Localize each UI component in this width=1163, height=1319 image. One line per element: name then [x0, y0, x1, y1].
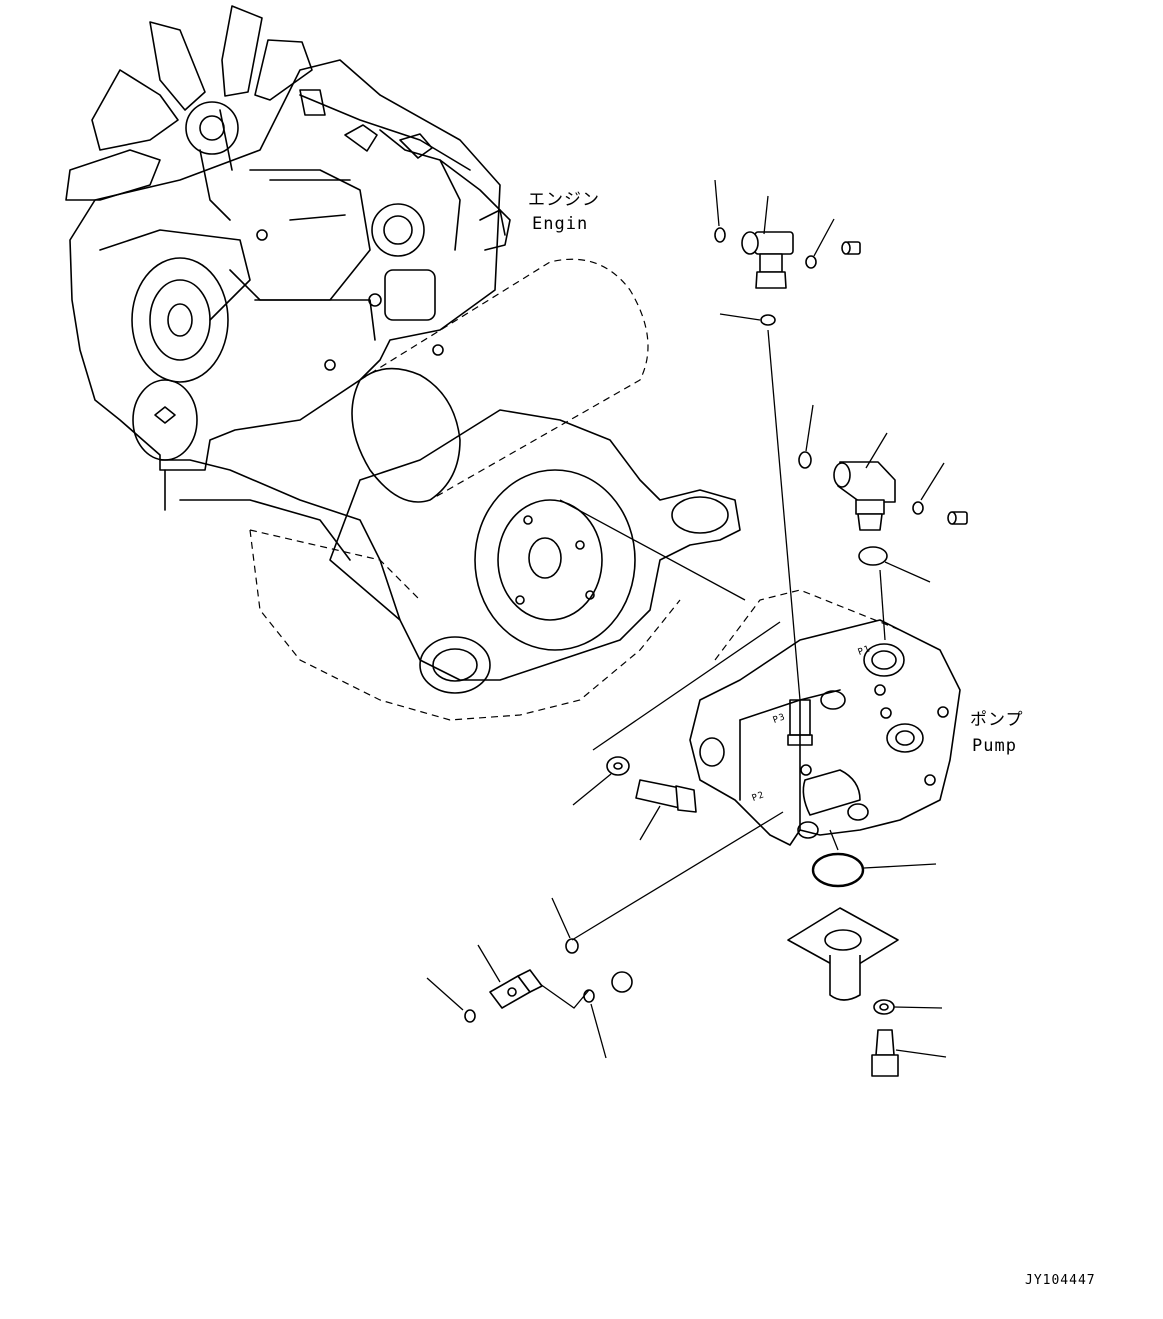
plug-elbow	[947, 511, 968, 525]
bolt-flange	[871, 1029, 899, 1077]
drawing-code: JY104447	[1025, 1273, 1096, 1288]
o-ring-large-lower	[811, 852, 865, 888]
nut-lower	[611, 971, 633, 993]
pump-label-en: Pump	[972, 736, 1017, 756]
o-ring-large-upper	[858, 546, 888, 566]
engine-assembly	[65, 5, 741, 721]
bolt-left	[635, 779, 697, 813]
engine-block	[69, 59, 511, 471]
engine-fan	[65, 5, 313, 201]
washer-left	[606, 756, 630, 776]
o-ring-top-right	[805, 255, 817, 269]
elbow-fitting	[833, 461, 896, 531]
flange	[787, 907, 899, 1001]
muffler-dashed	[351, 258, 649, 503]
pump-label-jp: ポンプ	[970, 710, 1024, 730]
o-ring-top-left	[714, 227, 726, 243]
o-ring-switch	[464, 1009, 476, 1023]
assembly-lines	[539, 329, 886, 1009]
o-ring-elbow-left	[798, 451, 812, 469]
flywheel-housing	[329, 409, 741, 694]
tee-fitting-top	[741, 231, 794, 289]
leader-lines	[426, 179, 947, 1059]
plug-top	[841, 241, 861, 255]
o-ring-mid	[760, 314, 776, 326]
engine-label-en: Engin	[532, 214, 589, 234]
washer-flange	[873, 999, 895, 1015]
engine-oil-pan	[159, 459, 681, 721]
o-ring-p2	[565, 938, 579, 954]
engine-front-pulley	[131, 257, 229, 461]
o-ring-small-lower	[583, 989, 595, 1003]
hydraulic-pump	[689, 589, 961, 846]
o-ring-elbow-right	[912, 501, 924, 515]
pressure-switch	[489, 969, 543, 1009]
engine-label-jp: エンジン	[528, 190, 600, 210]
